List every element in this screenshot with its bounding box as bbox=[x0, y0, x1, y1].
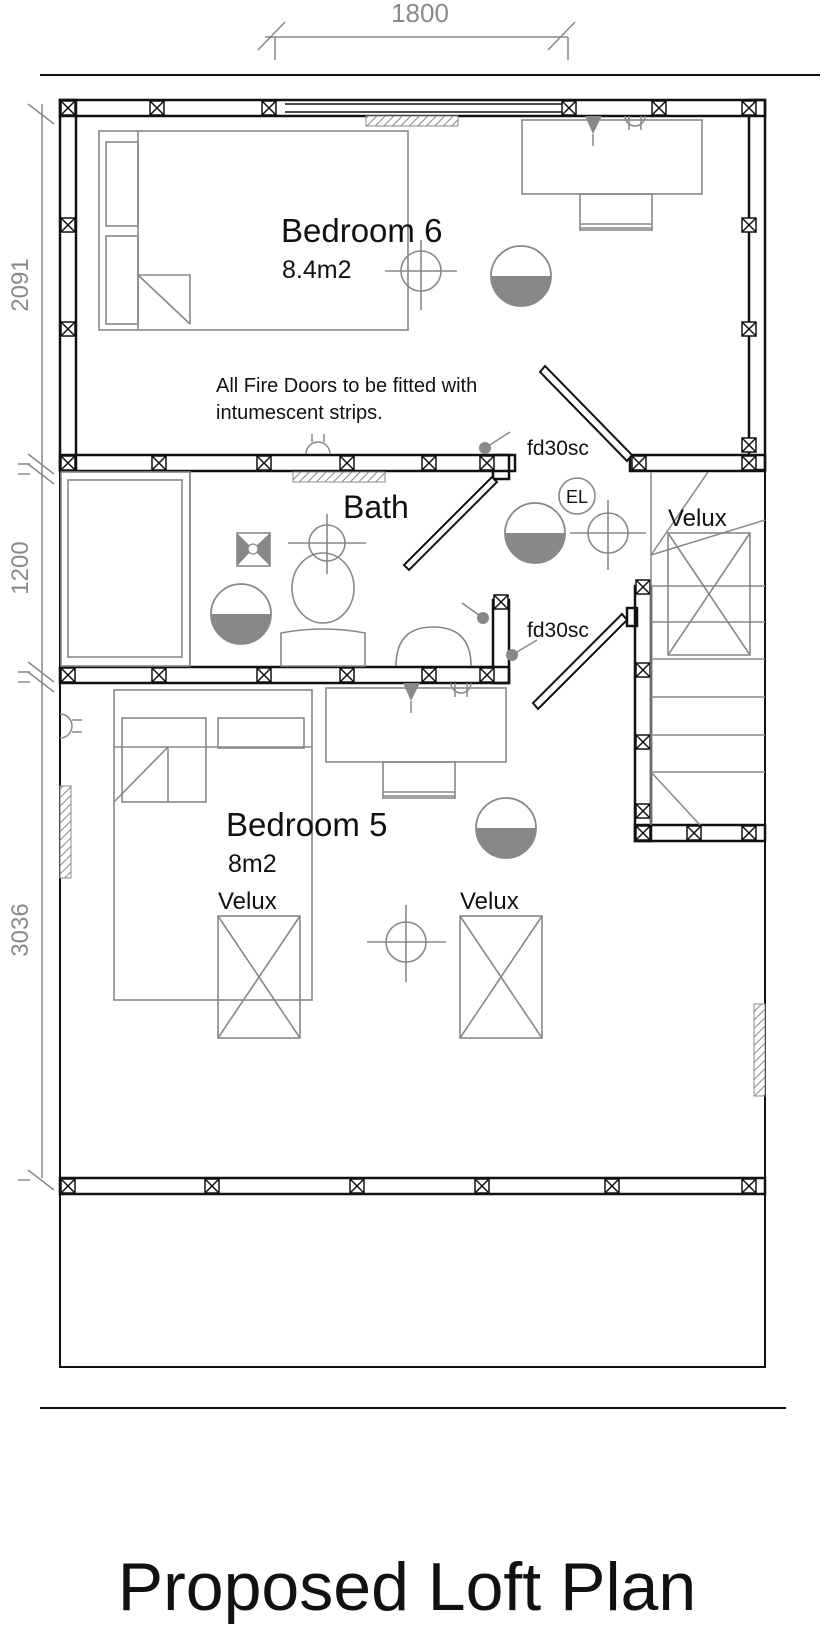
wall-post-marker bbox=[339, 455, 355, 471]
ceiling-light-icon-bath bbox=[288, 514, 366, 574]
wall-post-marker bbox=[651, 100, 667, 116]
fire-door-note-line1: All Fire Doors to be fitted with bbox=[216, 375, 477, 397]
wall-post-marker bbox=[741, 217, 757, 233]
room-name-bath: Bath bbox=[343, 489, 409, 525]
wall-post-marker bbox=[60, 667, 76, 683]
door-bath bbox=[402, 475, 499, 572]
wall-post-marker bbox=[635, 579, 651, 595]
wall-post-marker bbox=[635, 662, 651, 678]
velux-label-stair: Velux bbox=[668, 505, 727, 532]
emergency-light-label: EL bbox=[566, 487, 588, 507]
fire-door-note-line2: intumescent strips. bbox=[216, 402, 383, 424]
wall-post-marker bbox=[479, 667, 495, 683]
smoke-detector-icon-landing bbox=[504, 502, 566, 564]
wall-post-marker bbox=[493, 594, 509, 610]
smoke-detector-icon-bedroom6 bbox=[490, 245, 552, 307]
wall-post-marker bbox=[256, 667, 272, 683]
wall-post-marker bbox=[686, 825, 702, 841]
door-marker-upper bbox=[479, 442, 491, 454]
ceiling-light-icon-bedroom5 bbox=[367, 905, 446, 982]
smoke-detector-icon-bedroom5 bbox=[475, 797, 537, 859]
room-name-bedroom5: Bedroom 5 bbox=[226, 806, 387, 843]
wall-post-marker bbox=[741, 100, 757, 116]
washbasin-icon bbox=[395, 626, 472, 667]
emergency-light-icon bbox=[558, 477, 596, 515]
dimension-left-3: 3036 bbox=[7, 903, 34, 956]
radiator-bedroom6 bbox=[365, 115, 459, 127]
wall-post-marker bbox=[741, 825, 757, 841]
velux-label-bedroom5-left: Velux bbox=[218, 888, 277, 915]
lamp-icon-bedroom6 bbox=[585, 116, 602, 134]
wall-post-marker bbox=[635, 803, 651, 819]
lamp-icon-bedroom5 bbox=[403, 683, 420, 701]
door-bedroom5 bbox=[531, 612, 629, 711]
door-label-upper: fd30sc bbox=[527, 437, 589, 460]
smoke-detector-icon-bath bbox=[210, 583, 272, 645]
wall-post-marker bbox=[561, 100, 577, 116]
plan-title: Proposed Loft Plan bbox=[118, 1549, 696, 1625]
wall-post-marker bbox=[149, 100, 165, 116]
staircase bbox=[650, 471, 766, 826]
wall-post-marker bbox=[604, 1178, 620, 1194]
velux-window-bedroom5-left bbox=[217, 915, 301, 1039]
ceiling-light-icon-bedroom6 bbox=[385, 240, 457, 310]
door-marker-mid bbox=[477, 612, 489, 624]
wall-post-marker bbox=[261, 100, 277, 116]
wall-post-marker bbox=[741, 455, 757, 471]
wall-post-marker bbox=[631, 455, 647, 471]
dimension-top: 1800 bbox=[391, 0, 449, 28]
wall-post-marker bbox=[151, 667, 167, 683]
socket-icon-bedroom5 bbox=[450, 682, 472, 694]
wall-post-marker bbox=[256, 455, 272, 471]
velux-window-bedroom5-right bbox=[459, 915, 543, 1039]
wall-post-marker bbox=[635, 734, 651, 750]
desk-bedroom5 bbox=[325, 687, 507, 799]
door-bedroom6 bbox=[538, 364, 634, 463]
wall-post-marker bbox=[741, 321, 757, 337]
bathtub bbox=[60, 471, 191, 667]
bed-bedroom5 bbox=[113, 689, 313, 1001]
wall-post-marker bbox=[349, 1178, 365, 1194]
dimension-left-2: 1200 bbox=[7, 541, 34, 594]
dimension-lines bbox=[18, 21, 576, 1191]
wall-post-marker bbox=[741, 1178, 757, 1194]
extractor-fan-icon bbox=[236, 532, 271, 567]
ceiling-light-icon-landing bbox=[570, 500, 646, 570]
velux-label-bedroom5-right: Velux bbox=[460, 888, 519, 915]
door-marker-lower bbox=[506, 649, 518, 661]
dimension-left-1: 2091 bbox=[7, 258, 34, 311]
wall-posts bbox=[60, 100, 757, 1194]
toilet-icon bbox=[280, 552, 366, 667]
room-name-bedroom6: Bedroom 6 bbox=[281, 212, 442, 249]
wall-post-marker bbox=[60, 455, 76, 471]
room-area-bedroom5: 8m2 bbox=[228, 850, 277, 878]
wall-post-marker bbox=[421, 667, 437, 683]
radiator-bedroom5-left bbox=[59, 785, 72, 879]
wall-post-marker bbox=[741, 437, 757, 453]
wall-post-marker bbox=[421, 455, 437, 471]
velux-window-stair bbox=[667, 532, 751, 656]
wall-post-marker bbox=[151, 455, 167, 471]
room-area-bedroom6: 8.4m2 bbox=[282, 256, 351, 284]
bed-bedroom6 bbox=[98, 130, 409, 331]
walls bbox=[58, 98, 767, 1196]
desk-bedroom6 bbox=[521, 119, 703, 231]
wall-post-marker bbox=[60, 1178, 76, 1194]
socket-icon-bedroom6 bbox=[624, 115, 646, 127]
wall-post-marker bbox=[479, 455, 495, 471]
door-label-lower: fd30sc bbox=[527, 619, 589, 642]
wall-post-marker bbox=[635, 825, 651, 841]
wall-post-marker bbox=[60, 100, 76, 116]
wall-post-marker bbox=[204, 1178, 220, 1194]
wall-post-marker bbox=[60, 217, 76, 233]
wall-post-marker bbox=[474, 1178, 490, 1194]
radiator-bath bbox=[292, 471, 386, 483]
light-bulb-icon-bedroom5-wall bbox=[59, 713, 82, 739]
light-bulb-icon-bath-wall bbox=[305, 434, 331, 455]
wall-post-marker bbox=[60, 321, 76, 337]
radiator-bedroom5-right bbox=[753, 1003, 766, 1097]
wall-post-marker bbox=[339, 667, 355, 683]
